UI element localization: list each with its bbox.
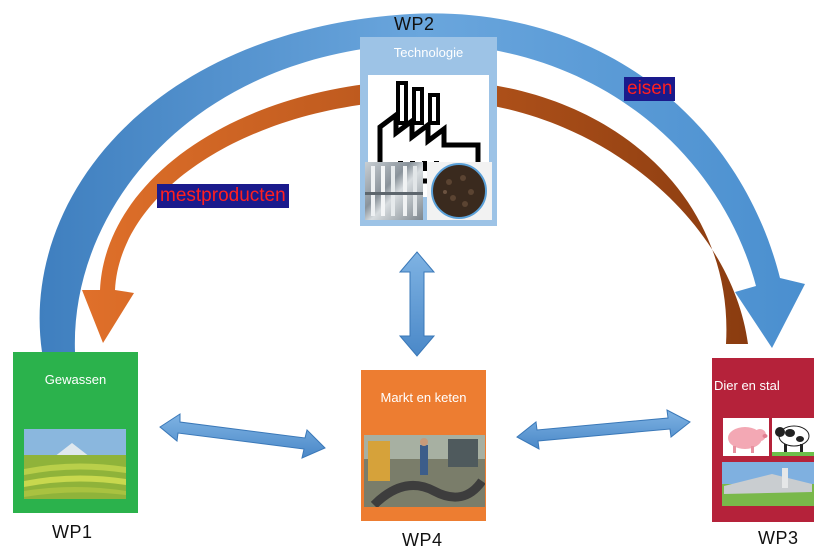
manure-pellets-photo (427, 162, 492, 220)
gewassen-title: Gewassen (44, 372, 107, 387)
dier-title: Dier en stal (714, 378, 780, 393)
pig-icon (723, 418, 769, 456)
tea-field-photo (24, 429, 126, 499)
eisen-tag: eisen (624, 77, 676, 101)
wp4-label: WP4 (402, 530, 443, 550)
gewassen-box: Gewassen (13, 352, 138, 513)
cow-icon (772, 418, 814, 456)
mestproducten-tag: mestproducten (157, 184, 289, 208)
wp1-wp4-double-arrow (159, 413, 326, 459)
dier-box: Dier en stal (712, 358, 814, 522)
technologie-title: Technologie (393, 45, 464, 60)
markt-title: Markt en keten (380, 390, 467, 405)
wp2-label: WP2 (394, 14, 435, 34)
wp3-label: WP3 (758, 528, 799, 548)
wp2-wp4-double-arrow (398, 251, 436, 357)
wp4-wp3-double-arrow (516, 409, 691, 450)
technology-pipes-photo (365, 162, 423, 220)
manure-hose-photo (364, 435, 485, 507)
wp1-label: WP1 (52, 522, 93, 542)
markt-box: Markt en keten (361, 370, 486, 521)
barn-photo (722, 462, 814, 506)
technologie-box: Technologie (360, 37, 497, 226)
